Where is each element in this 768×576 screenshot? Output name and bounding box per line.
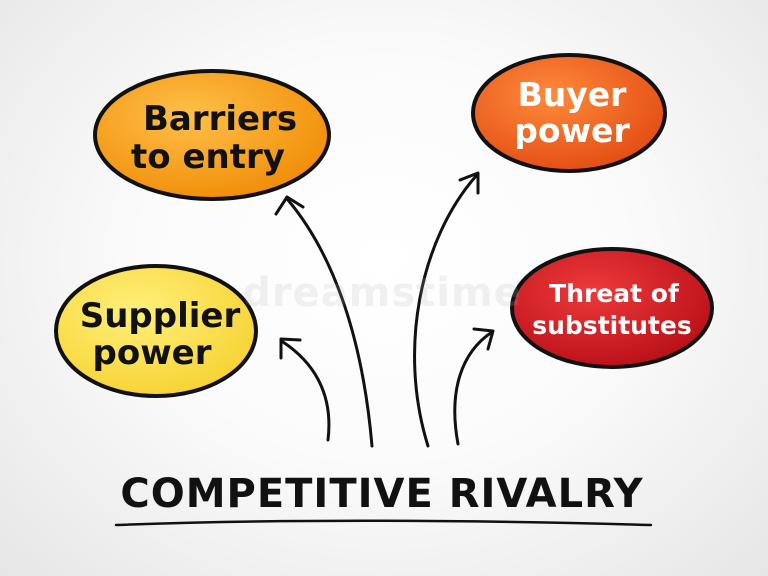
barriers-line-1: Barriers [143, 99, 297, 139]
barriers-line-2: to entry [131, 137, 285, 177]
title-underline [114, 519, 653, 527]
node-buyer-power: Buyer power [471, 53, 667, 173]
watermark-text: dreamstime [242, 270, 522, 316]
buyer-line-2: power [514, 111, 630, 150]
threat-line-2: substitutes [532, 311, 692, 340]
arrow-to-buyer [413, 171, 480, 448]
center-topic: COMPETITIVE RIVALRY [114, 471, 653, 527]
supplier-line-1: Supplier [80, 296, 241, 336]
node-threat-of-substitutes: Threat of substitutes [510, 247, 714, 369]
supplier-ellipse [54, 264, 258, 398]
node-barriers-to-entry: Barriers to entry [93, 69, 331, 201]
arrow-to-barriers [274, 195, 374, 448]
buyer-line-1: Buyer [518, 75, 628, 114]
supplier-line-2: power [93, 333, 212, 373]
buyer-ellipse [471, 53, 667, 173]
barriers-ellipse [93, 69, 331, 201]
center-title: COMPETITIVE RIVALRY [120, 471, 643, 517]
threat-line-1: Threat of [549, 279, 680, 308]
arrow-to-supplier [279, 337, 331, 442]
node-supplier-power: Supplier power [54, 264, 258, 398]
arrow-to-threat [453, 327, 495, 446]
threat-ellipse [510, 247, 714, 369]
